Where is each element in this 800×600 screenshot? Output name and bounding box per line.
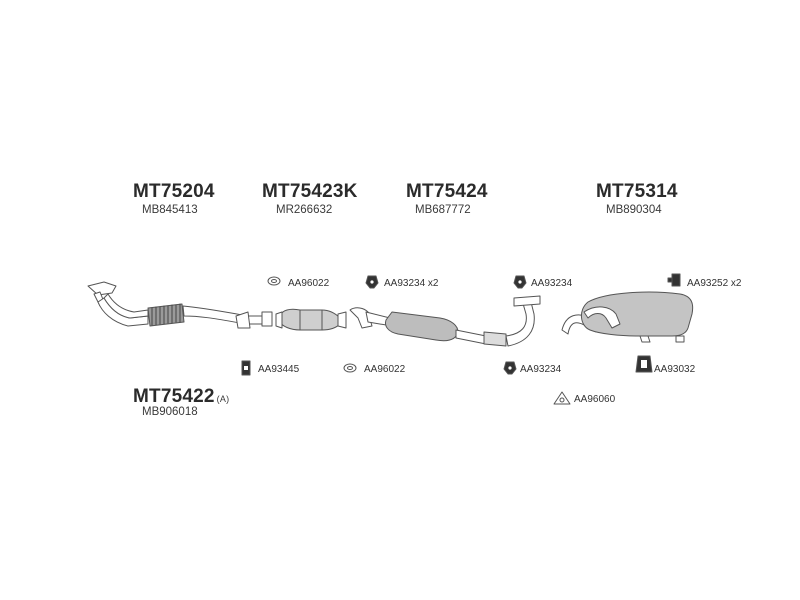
part-ref-middle-silencer: MB687772 [415,204,471,216]
part-ref-front-pipe: MB845413 [142,204,198,216]
part-code-flex-pipe-suffix: (A) [216,394,230,404]
part-code-front-pipe: MT75204 [133,181,215,202]
accessory-label: AA96022 [364,364,406,375]
rear-silencer-shape [561,291,694,343]
part-code-catalytic-converter: MT75423K [262,181,358,202]
part-code-middle-silencer: MT75424 [406,181,488,202]
front-pipe-shape [87,281,273,329]
accessory-label: AA93032 [654,364,696,375]
part-code-flex-pipe: MT75422(A) [133,386,229,408]
part-ref-rear-silencer: MB890304 [606,204,662,216]
part-ref-flex-pipe: MB906018 [142,406,198,418]
part-code-rear-silencer: MT75314 [596,181,678,202]
accessory-label: AA93234 [520,364,562,375]
catalytic-converter-shape [275,308,347,331]
accessory-label: AA96060 [574,394,616,405]
rubber-mount-icon [671,273,681,287]
part-ref-catalytic-converter: MR266632 [276,204,333,216]
accessory-label: AA93252 x2 [687,278,742,289]
accessory-label: AA93234 x2 [384,278,439,289]
accessory-label: AA93445 [258,364,300,375]
accessory-label: AA96022 [288,278,330,289]
part-code-flex-pipe-text: MT75422 [133,386,215,407]
accessory-label: AA93234 [531,278,573,289]
middle-silencer-shape [349,295,541,347]
